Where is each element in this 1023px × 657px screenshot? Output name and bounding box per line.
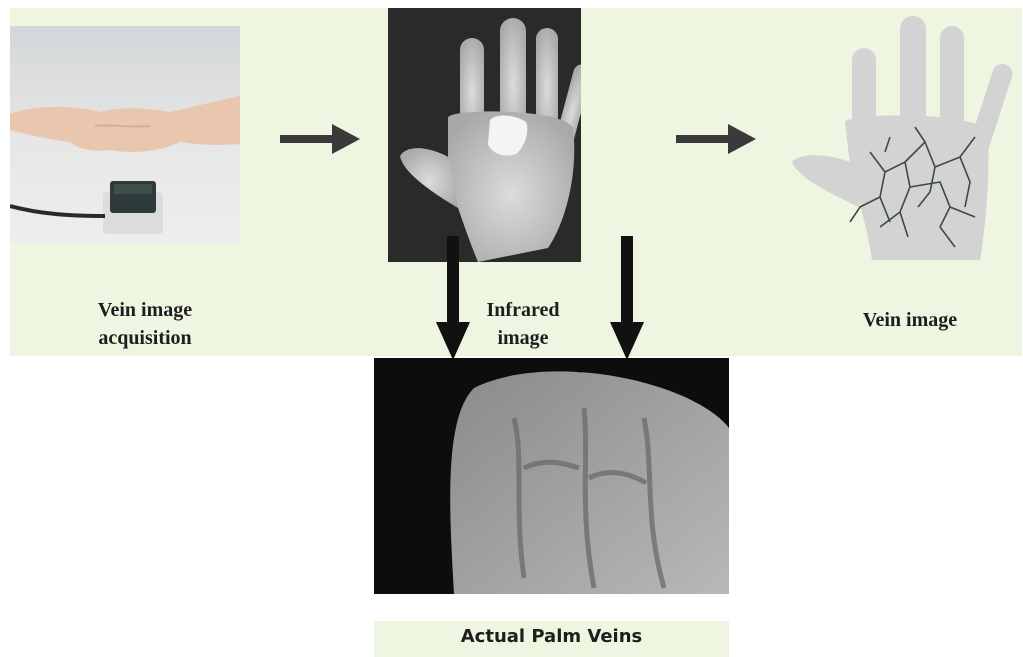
infrared-label-line1: Infrared <box>448 296 598 324</box>
actual-palm-veins-label: Actual Palm Veins <box>374 626 729 647</box>
arrow-right-icon <box>676 124 756 154</box>
infrared-label: Infrared image <box>448 296 598 352</box>
acquisition-label-line2: acquisition <box>40 324 250 352</box>
acquisition-photo <box>10 26 240 244</box>
acquisition-label: Vein image acquisition <box>40 296 250 352</box>
arrow-down-icon <box>610 236 644 360</box>
infrared-label-line2: image <box>448 324 598 352</box>
vein-image-drawing <box>790 12 1020 262</box>
actual-palm-veins-image <box>374 358 729 594</box>
acquisition-label-line1: Vein image <box>40 296 250 324</box>
arrow-right-icon <box>280 124 360 154</box>
vein-image-label: Vein image <box>820 306 1000 334</box>
infrared-image <box>388 8 581 262</box>
